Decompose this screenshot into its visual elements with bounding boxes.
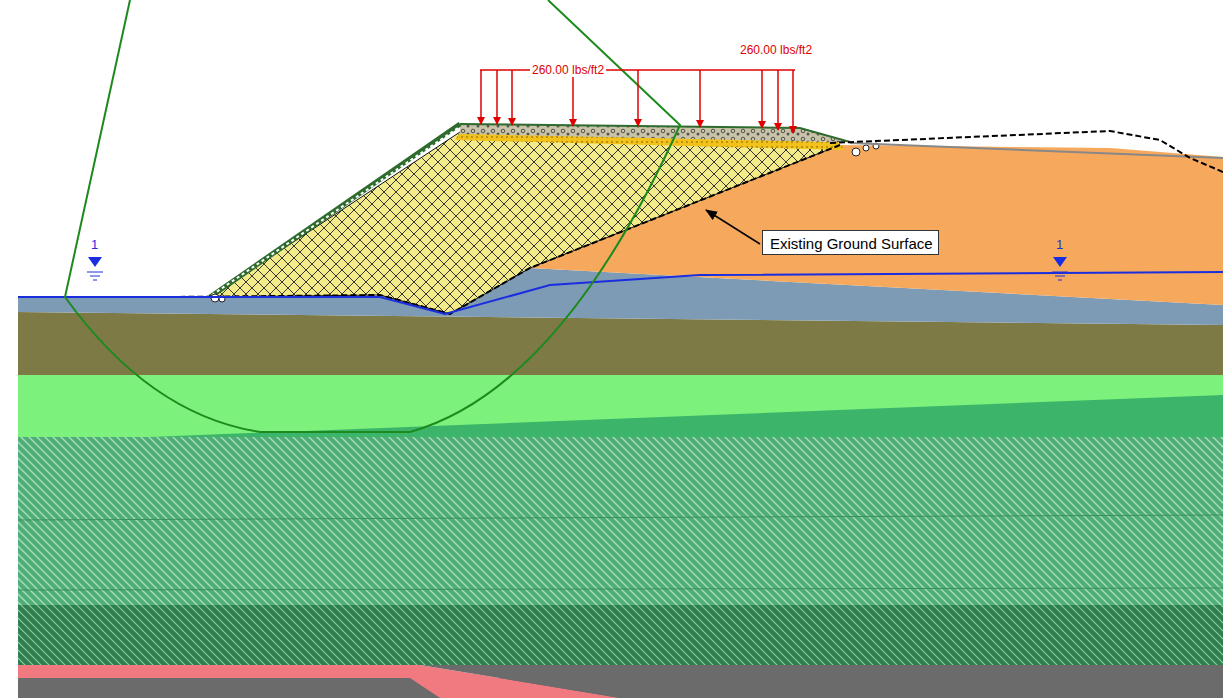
callout-box: Existing Ground Surface: [762, 230, 939, 255]
water-table-label: 1: [91, 238, 98, 252]
load-label: 260.00 lbs/ft2: [738, 44, 814, 57]
load-label: 260.00 lbs/ft2: [530, 64, 606, 77]
water-table-label: 1: [1056, 238, 1063, 252]
callout-text: Existing Ground Surface: [770, 235, 931, 252]
